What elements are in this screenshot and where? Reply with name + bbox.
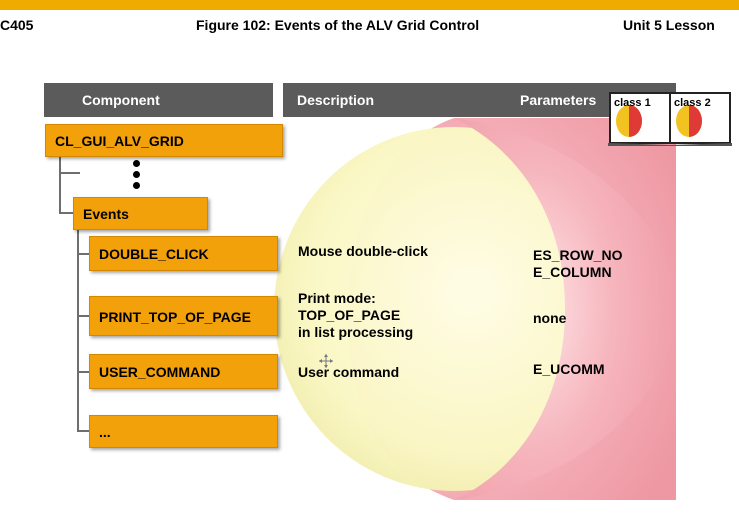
event-parameters-double-click: ES_ROW_NO E_COLUMN bbox=[533, 247, 622, 281]
ellipsis-dot bbox=[133, 171, 140, 178]
book-label-class-1: class 1 bbox=[614, 97, 651, 109]
event-box-double-click: DOUBLE_CLICK bbox=[89, 236, 278, 271]
header-accent-bar bbox=[0, 0, 739, 10]
column-header-description: Description bbox=[297, 92, 375, 108]
description-line: TOP_OF_PAGE bbox=[298, 307, 401, 323]
pink-dome-rim bbox=[454, 118, 676, 500]
tree-line-root-vertical bbox=[59, 157, 61, 213]
yellow-face-shape bbox=[274, 127, 634, 491]
parameter-line: E_COLUMN bbox=[533, 264, 612, 280]
open-book-icon: class 1 class 2 bbox=[608, 92, 732, 146]
ellipsis-dot bbox=[133, 160, 140, 167]
tree-line-branch-dbl bbox=[77, 253, 89, 255]
tree-line-branch-user bbox=[77, 371, 89, 373]
book-label-class-2: class 2 bbox=[674, 97, 711, 109]
description-line: User command bbox=[298, 364, 400, 380]
move-cursor-icon bbox=[319, 354, 333, 368]
column-header-component: Component bbox=[44, 83, 273, 117]
unit-lesson-label: Unit 5 Lesson bbox=[623, 17, 715, 33]
event-box-print-top-of-page: PRINT_TOP_OF_PAGE bbox=[89, 296, 278, 336]
parameter-line: ES_ROW_NO bbox=[533, 247, 623, 263]
component-box-alv-grid: CL_GUI_ALV_GRID bbox=[45, 124, 283, 157]
figure-title: Figure 102: Events of the ALV Grid Contr… bbox=[196, 17, 480, 33]
event-box-more: ... bbox=[89, 415, 278, 448]
parameter-line: E_UCOMM bbox=[533, 361, 605, 377]
tree-line-events-branch bbox=[59, 212, 73, 214]
description-line: in list processing bbox=[298, 324, 414, 340]
events-node-box: Events bbox=[73, 197, 208, 230]
event-description-print-top-of-page: Print mode: TOP_OF_PAGE in list processi… bbox=[298, 290, 413, 341]
event-description-double-click: Mouse double-click bbox=[298, 243, 428, 260]
description-line: Mouse double-click bbox=[298, 243, 428, 259]
event-box-user-command: USER_COMMAND bbox=[89, 354, 278, 389]
event-description-user-command: User command bbox=[298, 364, 399, 381]
tree-line-branch-more bbox=[77, 430, 89, 432]
tree-line-root-stub bbox=[59, 172, 80, 174]
column-header-parameters: Parameters bbox=[520, 92, 597, 108]
ellipsis-dot bbox=[133, 182, 140, 189]
event-parameters-user-command: E_UCOMM bbox=[533, 361, 605, 378]
tree-line-branch-print bbox=[77, 315, 89, 317]
course-code: C405 bbox=[0, 17, 34, 33]
event-parameters-print-top-of-page: none bbox=[533, 310, 566, 327]
parameter-line: none bbox=[533, 310, 567, 326]
description-line: Print mode: bbox=[298, 290, 376, 306]
tree-line-events-vertical bbox=[77, 230, 79, 431]
